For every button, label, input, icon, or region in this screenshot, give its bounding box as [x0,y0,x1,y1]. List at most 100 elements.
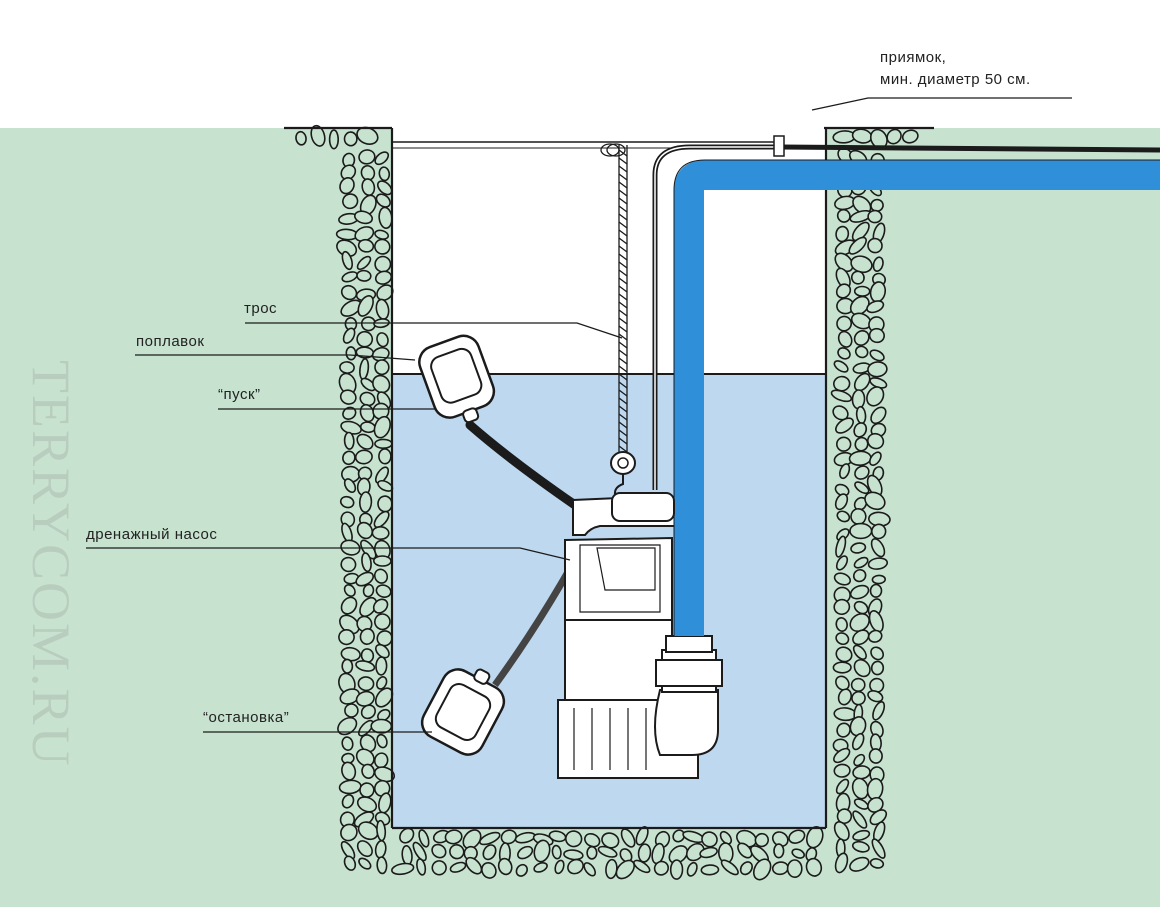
gravel-pebble [835,646,853,663]
start-label: “пуск” [218,386,261,403]
gravel-pebble [837,347,851,360]
gravel-pebble [869,858,885,869]
stop-float-cable [492,563,576,688]
sump-label-line1: приямок, [880,49,947,66]
gravel-pebble [867,629,883,643]
gravel-pebble [431,860,447,876]
gravel-pebble [515,863,528,877]
gravel-pebble [567,858,584,875]
gravel-pebble [377,495,393,513]
gravel-pebble [849,613,870,632]
gravel-pebble [359,734,377,753]
gravel-pebble [869,451,882,466]
gravel-pebble [853,330,870,346]
gravel-pebble [356,269,372,282]
stop-label: “остановка” [203,709,290,726]
gravel-pebble [850,677,866,693]
gravel-pebble [358,149,376,165]
gravel-pebble [373,510,390,529]
gravel-pebble [833,572,852,586]
gravel-pebble [343,131,358,147]
gravel-pebble [837,330,853,348]
pit-walls [284,126,934,830]
gravel-pebble [597,845,618,858]
gravel-pebble [834,493,849,511]
gravel-pebble [328,129,339,150]
gravel-pebble [834,852,849,874]
gravel-pebble [344,703,359,718]
gravel-pebble [849,522,873,540]
gravel-pebble [356,521,374,540]
gravel-pebble [837,688,852,706]
gravel-pebble [851,840,870,853]
gravel-pebble [339,389,357,405]
gravel-pebble [339,688,361,705]
gravel-pebble [850,542,867,554]
gravel-pebble [339,177,355,195]
gravel-pebble [849,716,867,737]
gravel-pebble [360,316,377,332]
gravel-pebble [854,465,870,480]
gravel-pebble [481,862,497,879]
gravel-pebble [669,859,684,880]
gravel-pebble [832,405,849,421]
gravel-pebble [341,250,353,271]
gravel-pebble [886,128,902,145]
gravel-pebble [533,862,548,873]
gravel-pebble [357,238,375,253]
gravel-pebble [852,644,867,660]
gravel-pebble [854,481,870,495]
gravel-pebble [851,389,866,410]
gravel-pebble [416,858,427,876]
cable-clamp [773,135,785,157]
gravel-pebble [854,345,869,359]
gravel-pebble [852,829,871,841]
gravel-pebble [563,849,584,861]
gravel-pebble [833,821,850,842]
gravel-pebble [835,225,850,243]
gravel-pebble [373,555,392,567]
gravel-pebble [835,417,854,434]
gravel-pebble [343,478,357,493]
gravel-pebble [833,747,851,764]
gravel-pebble [360,704,376,720]
gravel-pebble [362,583,375,598]
gravel-pebble [866,386,885,407]
gravel-pebble [342,327,356,344]
gravel-pebble [374,438,393,449]
gravel-pebble [341,736,354,751]
gravel-pebble [870,523,887,540]
rope [600,143,628,453]
gravel-pebble [554,859,565,875]
gravel-pebble [835,436,852,452]
gravel-pebble [374,255,392,273]
gravel-pebble [343,855,357,871]
gravel-pebble [356,840,373,858]
gravel-pebble [901,129,919,144]
start-float [418,334,496,424]
gravel-pebble [356,330,374,348]
gravel-pebble [849,584,870,600]
gravel-pebble [836,510,851,523]
gravel-pebble [341,794,355,809]
gravel-pebble [791,848,806,859]
float-label: поплавок [136,333,205,350]
gravel-pebble [833,360,849,373]
gravel-pebble [376,630,393,647]
gravel-pebble [737,842,753,859]
gravel-pebble [356,255,372,271]
gravel-pebble [375,656,388,676]
gravel-pebble [358,857,372,870]
gravel-pebble [686,861,698,877]
gravel-pebble [833,763,851,778]
gravel-pebble [353,210,374,225]
gravel-pebble [431,843,447,859]
pump-label: дренажный насос [86,526,218,543]
gravel-pebble [615,859,635,880]
gravel-pebble [835,283,852,299]
gravel-pebble [834,252,854,273]
gravel-pebble [833,375,851,392]
gravel-pebble [357,294,374,317]
gravel-pebble [361,763,375,779]
